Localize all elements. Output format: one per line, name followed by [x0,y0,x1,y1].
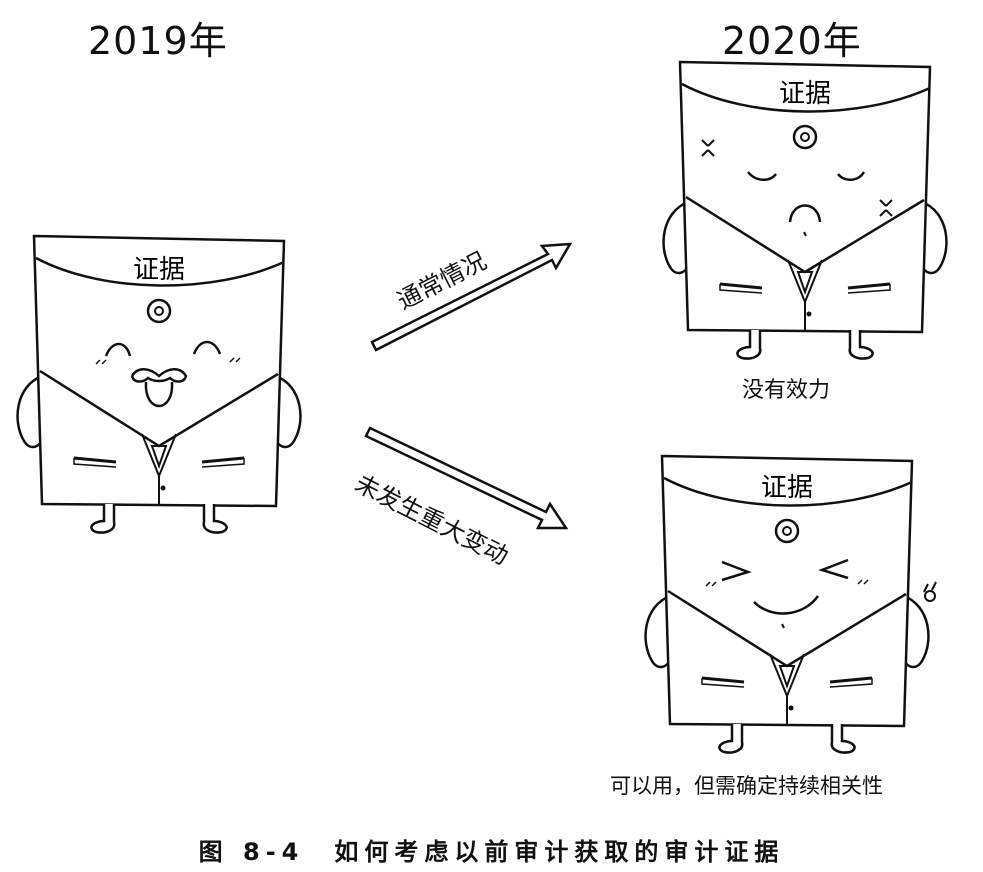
character-ok-label: 证据 [761,473,813,503]
character-2019-happy: 证据 [18,236,301,533]
figure-title: 图 8-4 如何考虑以前审计获取的审计证据 [0,832,983,867]
character-2020-upset: 证据 [664,62,947,359]
caption-no-effect: 没有效力 [742,372,830,404]
character-2020-ok: 证据 [646,456,936,753]
caption-usable: 可以用，但需确定持续相关性 [610,770,883,800]
character-upset-label: 证据 [779,79,831,109]
ok-hand-icon [924,582,936,601]
character-2019-label: 证据 [133,255,185,285]
